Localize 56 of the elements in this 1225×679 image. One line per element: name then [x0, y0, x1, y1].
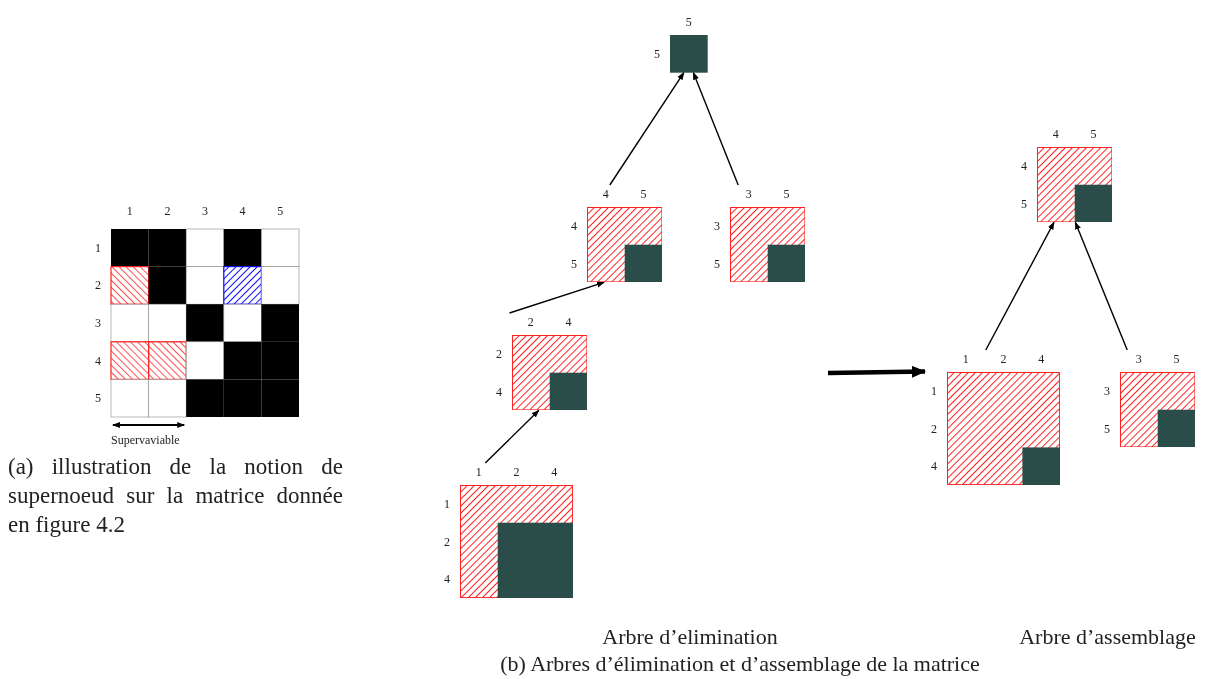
column-index: 5: [1089, 127, 1098, 141]
row-index: 3: [713, 218, 721, 233]
row-index: 5: [1020, 196, 1028, 211]
arrow: [484, 409, 540, 464]
arrow: [985, 221, 1055, 351]
column-index: 1: [474, 465, 483, 479]
tree-title: Arbre d’assemblage: [1018, 623, 1197, 651]
row-index: 4: [1020, 158, 1028, 173]
row-index: 4: [495, 384, 503, 399]
row-index: 3: [1103, 383, 1111, 398]
row-index: 2: [94, 278, 102, 293]
column-index: 5: [782, 187, 791, 201]
column-index: 1: [125, 204, 134, 218]
row-index: 4: [443, 572, 451, 587]
row-index: 1: [930, 383, 938, 398]
row-index: 5: [653, 46, 661, 61]
row-index: 1: [94, 240, 102, 255]
column-index: 1: [961, 352, 970, 366]
row-index: 4: [94, 353, 102, 368]
row-index: 5: [570, 256, 578, 271]
column-index: 4: [564, 315, 573, 329]
row-index: 4: [930, 459, 938, 474]
column-index: 5: [684, 15, 693, 29]
column-index: 4: [238, 204, 247, 218]
row-index: 2: [495, 346, 503, 361]
column-index: 5: [276, 204, 285, 218]
column-index: 3: [1134, 352, 1143, 366]
arrow: [1074, 221, 1128, 351]
column-index: 2: [526, 315, 535, 329]
figure-caption: (b) Arbres d’élimination et d’assemblage de la matrice: [499, 650, 981, 678]
row-index: 2: [930, 421, 938, 436]
row-index: 2: [443, 534, 451, 549]
row-index: 4: [570, 218, 578, 233]
column-index: 3: [201, 204, 209, 218]
arrow: [609, 71, 685, 186]
row-index: 5: [1103, 421, 1111, 436]
column-index: 3: [744, 187, 753, 201]
column-index: 5: [1172, 352, 1181, 366]
column-index: 2: [163, 204, 172, 218]
arrow: [827, 365, 926, 378]
row-index: 3: [94, 316, 102, 330]
column-index: 4: [601, 187, 610, 201]
row-index: 5: [713, 256, 721, 271]
row-index: 5: [94, 391, 102, 406]
column-index: 4: [550, 465, 559, 479]
column-index: 4: [1051, 127, 1060, 141]
row-index: 1: [443, 496, 451, 511]
column-index: 5: [639, 187, 648, 201]
column-index: 4: [1037, 352, 1046, 366]
dimension-label: Supervaviable: [111, 433, 180, 447]
arrow: [508, 281, 605, 314]
column-index: 2: [999, 352, 1008, 366]
arrow: [692, 71, 739, 186]
tree-title: Arbre d’elimination: [601, 623, 779, 651]
column-index: 2: [512, 465, 521, 479]
figure-caption: (a) illustration de la notion de supernoeud sur la matrice donnée en figure 4.2: [8, 453, 343, 539]
